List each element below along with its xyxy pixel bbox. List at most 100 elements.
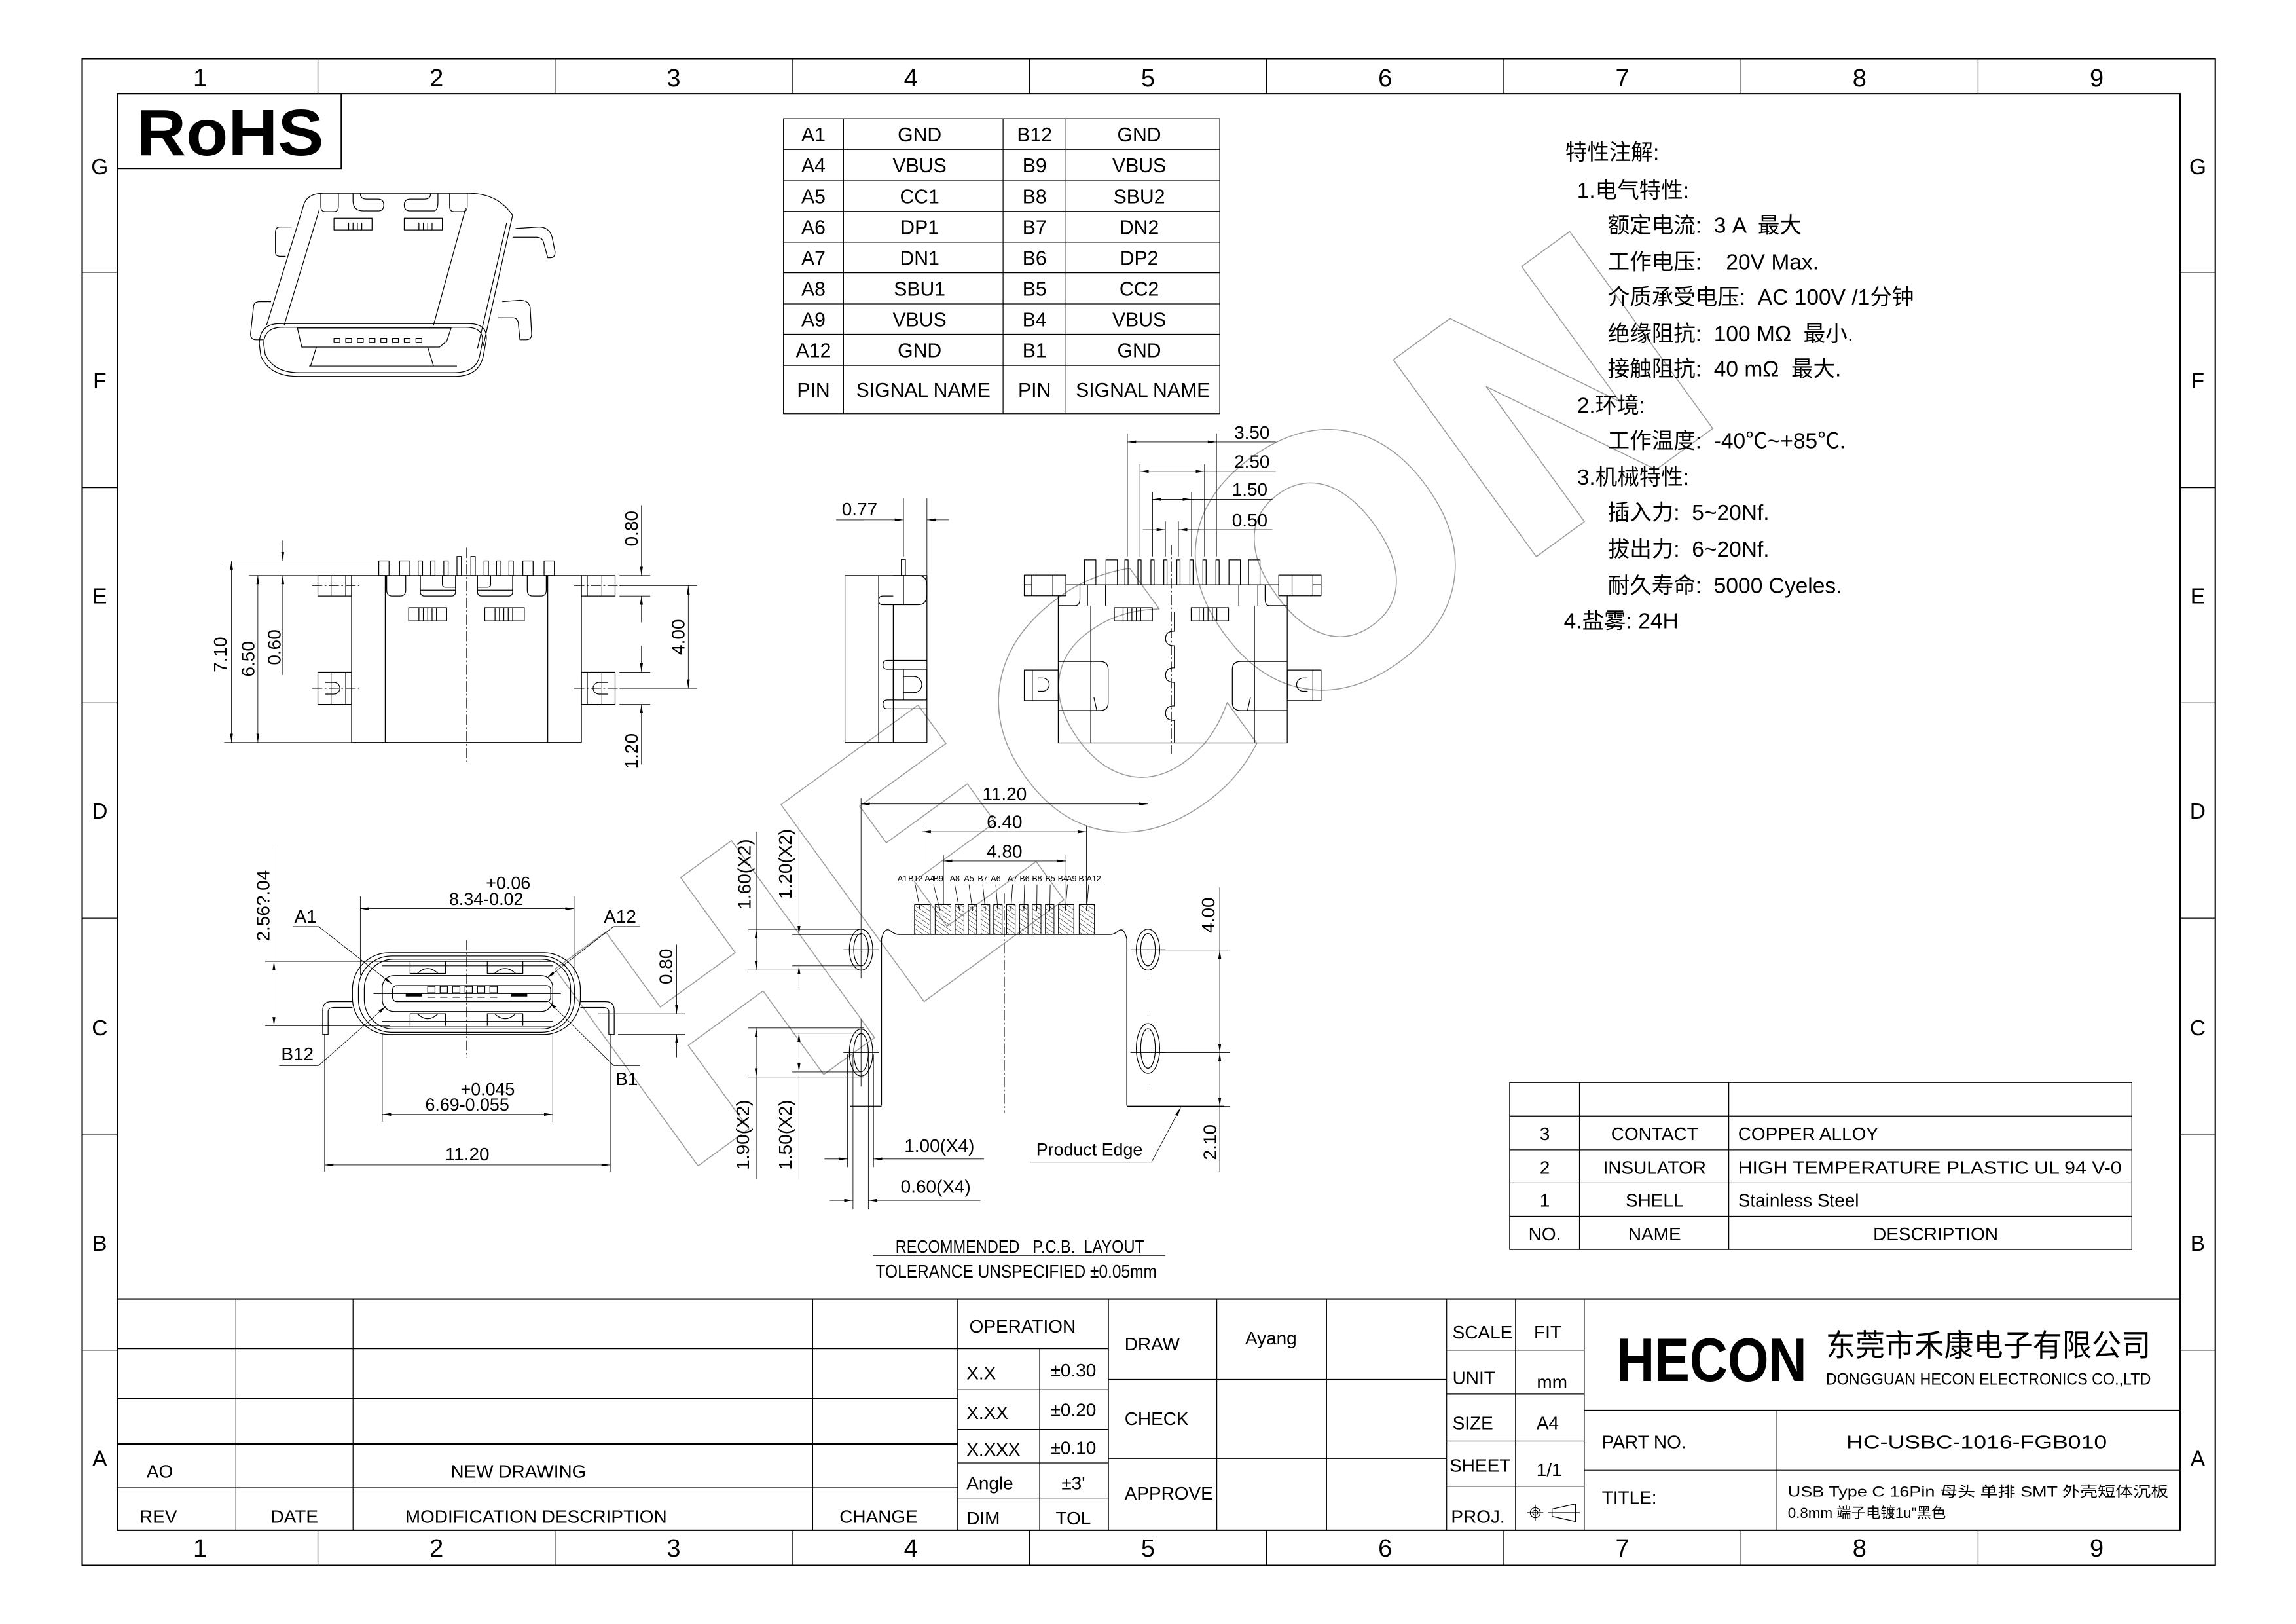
grid-column-label: 1 [193,1535,207,1562]
leader-b1 [548,1001,614,1066]
revision-grid [117,1299,958,1530]
materials-header-description: DESCRIPTION [1873,1224,1998,1244]
grid-row-label: G [91,155,108,179]
dim-slot-top: 0.80 [621,511,642,546]
signal-cell: GND [1118,340,1161,361]
side-pin [901,559,906,576]
dim-pin-span-3: 1.50 [1232,479,1267,500]
rear-view-dimensions: 3.50 2.50 1.50 0.50 [1127,422,1276,557]
grid-column-label: 5 [1141,65,1155,92]
leader-a12 [546,926,614,979]
pad [968,904,977,935]
grid-column-label: 6 [1378,65,1392,92]
grid-row-label: E [2191,584,2205,608]
pad-labels: A1 B12 A4 B9 A8 A5 B7 A6 A7 B6 B8 B5 B4 … [898,874,1101,912]
pin-cell: B8 [1023,186,1047,208]
dim-pcb-outer-pads: 6.40 [987,812,1022,832]
grille-windows [333,217,443,231]
dim-slot-bottom-outer: 1.90(X2) [733,1100,753,1170]
label-a12: A12 [604,906,636,927]
front-view-left [312,547,621,762]
material-name: SHELL [1626,1190,1684,1211]
pad-label: B9 [934,874,943,883]
dim-leg-offset: 0.80 [656,949,676,984]
side-view [844,559,928,743]
revision-rev: AO [147,1461,173,1481]
pad-label: B12 [908,874,922,883]
material-no: 1 [1540,1190,1550,1211]
materials-table: 3 CONTACT COPPER ALLOY 2 INSULATOR HIGH … [1509,1082,2132,1250]
material-description: HIGH TEMPERATURE PLASTIC UL 94 V-0 [1738,1157,2122,1177]
grid-column-label: 9 [2090,65,2104,92]
pad [1006,904,1016,935]
grid-row-label: D [92,800,107,824]
dim-body-height: 6.50 [238,641,258,676]
title-block: AO NEW DRAWING REV DATE MODIFICATION DES… [117,1298,2181,1530]
product-edge-leader [1151,1107,1181,1162]
tolerance-dim: X.X [966,1363,996,1384]
signal-header: SIGNAL NAME [856,380,991,401]
rear-view [1023,544,1322,754]
pin-cell: B7 [1023,217,1047,238]
shell-cavities [386,575,547,597]
dim-slot-top-outer: 1.60(X2) [734,839,754,909]
label-underlines [279,926,640,1066]
note-contact-resistance: 接触阻抗: 40 mΩ 最大. [1608,357,1842,382]
signal-header: SIGNAL NAME [1076,380,1210,401]
left-lower-tab [250,301,271,341]
tolerance-dim: X.XX [966,1403,1008,1423]
shell-edges [266,206,507,349]
approve-label: APPROVE [1125,1483,1213,1504]
pad [934,904,952,935]
pad-label: B1 [1078,874,1088,883]
rear-grille-windows [1114,607,1230,621]
revision-header-date: DATE [271,1507,318,1527]
grid-column-label: 1 [193,65,207,92]
material-no: 2 [1540,1157,1550,1177]
rear-left-flange [1023,574,1066,597]
row-dividers [82,272,2215,1351]
part-title-grid [1584,1409,2181,1530]
isometric-connector-view [250,193,556,377]
pad-leader [1065,884,1068,911]
note-withstand-voltage: 介质承受电压: AC 100V /1分钟 [1608,285,1914,310]
pin-cell: A7 [801,248,826,269]
projection-label: PROJ. [1451,1507,1504,1527]
signal-cell: GND [898,340,941,361]
projection-cone [1527,1504,1580,1522]
pad-leader [982,884,986,911]
column-dividers [317,58,1979,1566]
characteristic-notes: 特性注解: 1.电气特性: 额定电流: 3 A 最大 工作电压: 20V Max… [1564,140,1914,634]
grid-column-label: 4 [904,65,918,92]
pad-leader [933,884,941,912]
company-name-en: DONGGUAN HECON ELECTRONICS CO.,LTD [1826,1371,2151,1388]
pad-label: A4 [924,874,934,883]
material-description: COPPER ALLOY [1738,1124,1879,1144]
revision-header-description: MODIFICATION DESCRIPTION [405,1507,667,1527]
rear-right-flange [1278,574,1322,597]
note-salt-spray: 4.盐雾: 24H [1564,608,1679,633]
pad-label: A12 [1087,874,1101,883]
size-label: SIZE [1453,1413,1493,1433]
grid-column-label: 6 [1378,1535,1392,1562]
signal-cell: VBUS [893,155,947,177]
shell-outline [302,193,513,346]
grid-column-label: 2 [429,65,443,92]
materials-grid [1509,1082,2132,1250]
latch-windows [409,961,524,1026]
note-operating-temperature: 工作温度: -40℃~+85℃. [1608,428,1846,453]
leader-b12 [318,1005,387,1066]
pad-label: B5 [1045,874,1055,883]
dim-pin-height: 0.60 [264,629,285,665]
tolerance-dim: X.XXX [966,1439,1021,1460]
dim-slot-bottom-inner: 1.50(X2) [775,1100,795,1170]
signal-cell: GND [1118,124,1161,146]
grid-row-label: C [92,1016,107,1041]
pin-cell: B9 [1023,155,1047,177]
approval-grid [1108,1299,1448,1530]
pcb-layout-dimensions: 11.20 6.40 4.80 1.60(X2) 1.20(X2) 1.90(X… [733,784,1230,1282]
pin-cell: A6 [801,217,826,238]
dim-shell-width-tol: +0.06 [486,873,530,893]
table-grid [783,119,1220,414]
